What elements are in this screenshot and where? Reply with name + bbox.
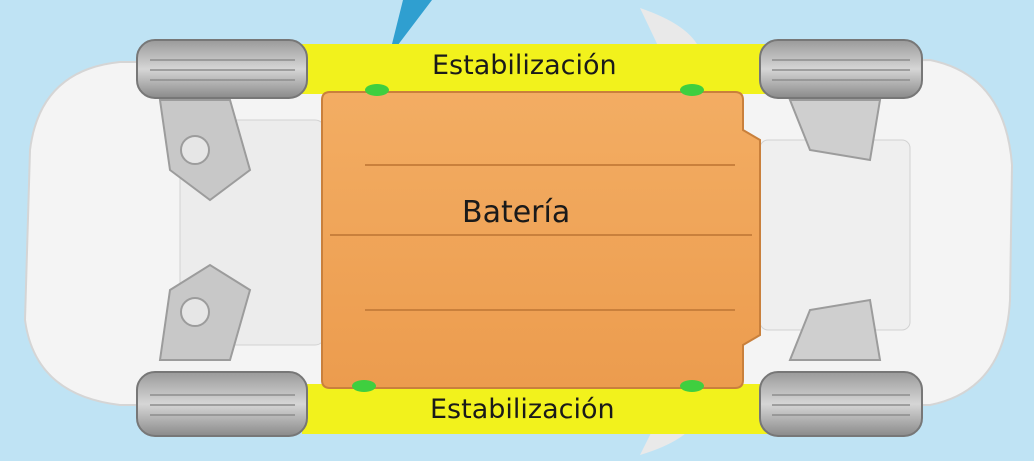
stabilization-rail-bottom: [302, 384, 772, 434]
suspension-left: [158, 99, 252, 361]
mount-point: [680, 84, 704, 96]
mount-points: [352, 84, 704, 392]
mount-point: [352, 380, 376, 392]
label-stabilization-bottom: Estabilización: [430, 394, 615, 425]
wheel-front-left: [759, 39, 923, 99]
wheel-rear-right: [136, 371, 308, 437]
side-fin-top: [640, 8, 700, 50]
mount-point: [365, 84, 389, 96]
wheel-rear-left: [136, 39, 308, 99]
battery-pack: [321, 91, 761, 389]
wheel-front-right: [759, 371, 923, 437]
front-subframe: [759, 139, 911, 331]
suspension-right: [788, 99, 882, 361]
label-stabilization-top: Estabilización: [432, 50, 617, 81]
label-battery: Batería: [462, 195, 571, 230]
mount-point: [680, 380, 704, 392]
